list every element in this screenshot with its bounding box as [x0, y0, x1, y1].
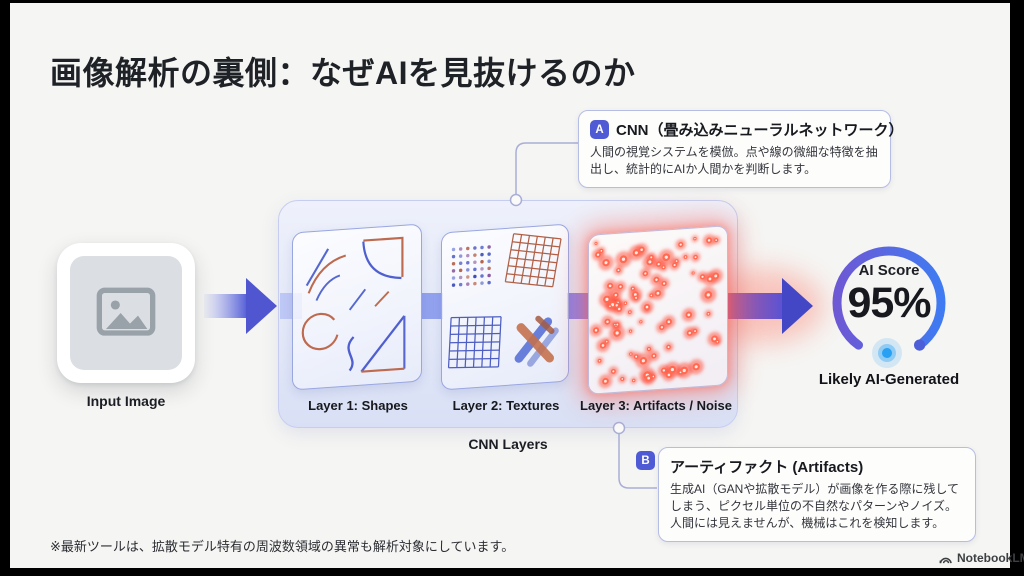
- cnn-layers-label: CNN Layers: [468, 436, 548, 452]
- brand-name: NotebookLM: [957, 551, 1024, 565]
- verdict-label: Likely AI-Generated: [818, 371, 960, 388]
- glow-dot: [872, 338, 902, 368]
- callout-cnn: A CNN（畳み込みニューラルネットワーク） 人間の視覚システムを模倣。点や線の…: [578, 110, 904, 188]
- callout-b-title: アーティファクト (Artifacts): [670, 459, 864, 476]
- notebooklm-logo-icon: [939, 557, 952, 563]
- layer1-label: Layer 1: Shapes: [308, 398, 408, 413]
- badge-b: B: [636, 451, 655, 470]
- input-image-label: Input Image: [86, 393, 166, 409]
- dot-grid-texture: [451, 245, 491, 287]
- input-image-card: [57, 243, 195, 383]
- grid-texture-1: [504, 233, 562, 288]
- layer3-card: [588, 225, 728, 395]
- ai-score-gauge: AI Score 95%: [824, 238, 954, 368]
- ai-score-label: AI Score: [858, 262, 920, 279]
- callout-b-body: 生成AI（GANや拡散モデル）が画像を作る際に残してしまう、ピクセル単位の不自然…: [670, 482, 959, 530]
- brush-strokes: [514, 315, 559, 367]
- page-title: 画像解析の裏側：なぜAIを見抜けるのか: [50, 55, 636, 91]
- layer2-label: Layer 2: Textures: [452, 398, 560, 413]
- badge-a: A: [590, 120, 609, 139]
- callout-a-title: CNN（畳み込みニューラルネットワーク）: [616, 122, 904, 139]
- arrow-input-to-panel: [204, 278, 277, 334]
- gauge-arc: [832, 246, 946, 368]
- image-placeholder-icon: [96, 287, 156, 336]
- ai-score-value: 95%: [847, 279, 931, 327]
- noise-halo: [589, 234, 723, 389]
- textures-sketch-icon: [447, 233, 562, 369]
- grid-texture-2: [447, 316, 502, 369]
- connector-callout-b: [612, 421, 657, 489]
- arrow-segment-2: [422, 293, 443, 319]
- noise-artifacts-icon: [589, 234, 723, 389]
- shapes-sketch-icon: [301, 236, 406, 373]
- noise-dots: [593, 236, 720, 385]
- connector-callout-a: [509, 142, 578, 207]
- callout-artifacts: アーティファクト (Artifacts) 生成AI（GANや拡散モデル）が画像を…: [658, 447, 976, 542]
- layer2-card: [441, 223, 569, 391]
- brand-logo: NotebookLM: [938, 551, 1024, 565]
- layer1-card: [292, 223, 422, 391]
- layer3-label: Layer 3: Artifacts / Noise: [580, 398, 732, 413]
- arc-end-dot: [914, 339, 926, 351]
- image-placeholder: [70, 256, 182, 370]
- callout-a-body: 人間の視覚システムを模倣。点や線の微細な特徴を抽出し、統計的にAIか人間かを判断…: [590, 145, 878, 176]
- arrow-segment-3: [567, 293, 590, 319]
- arrow-panel-to-gauge: [728, 278, 813, 334]
- footnote: ※最新ツールは、拡散モデル特有の周波数領域の異常も解析対象にしています。: [50, 539, 515, 554]
